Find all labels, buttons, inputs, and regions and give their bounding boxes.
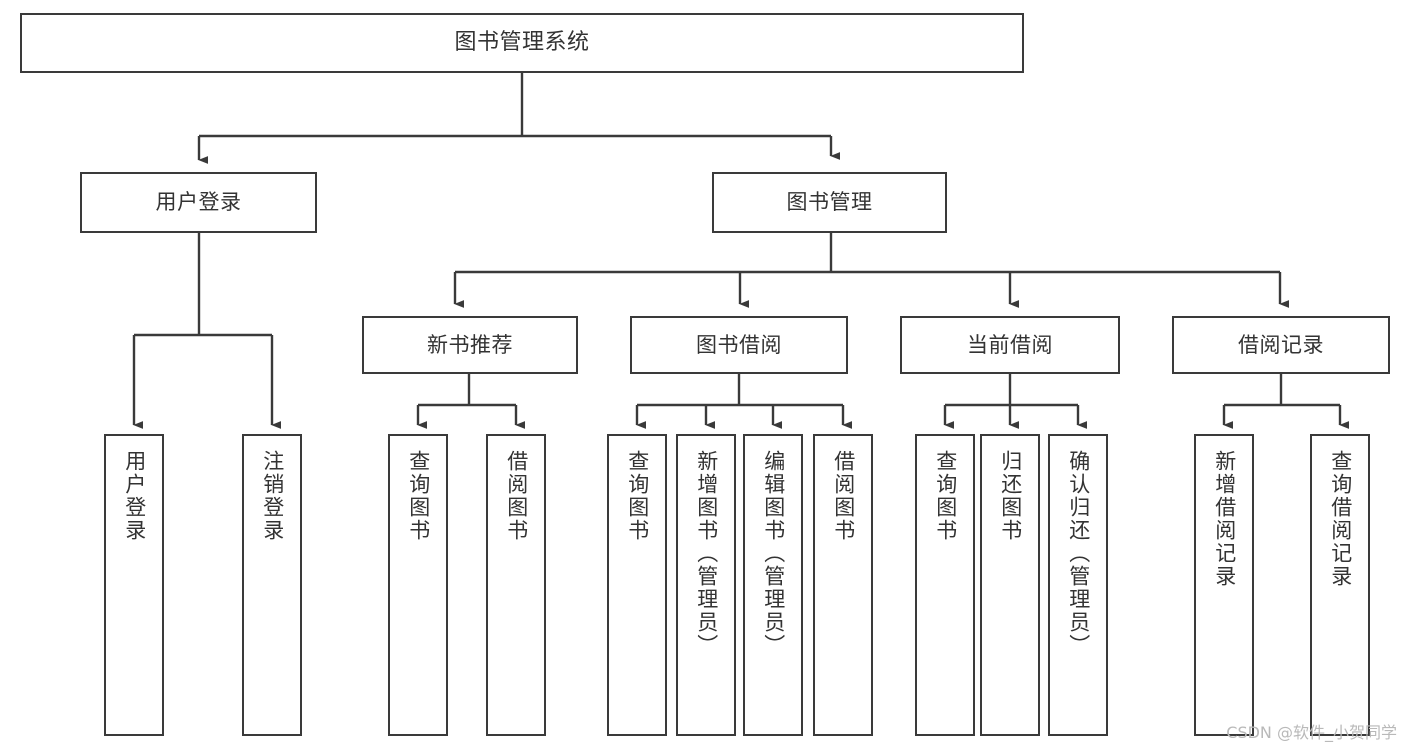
node-borrow-record-label: 借阅记录 [1238, 332, 1324, 357]
node-leaf-borrow-book-2[interactable]: 借阅图书 [813, 434, 873, 736]
node-leaf-query-record-label: 查询借阅记录 [1328, 450, 1353, 588]
node-leaf-return-book-label: 归还图书 [998, 450, 1023, 542]
node-new-book-recommend-label: 新书推荐 [427, 332, 513, 357]
node-leaf-confirm-return-label: 确认归还（管理员） [1066, 450, 1091, 657]
node-current-borrow[interactable]: 当前借阅 [900, 316, 1120, 374]
node-leaf-user-logout-label: 注销登录 [260, 450, 285, 542]
node-book-manage-label: 图书管理 [786, 190, 873, 215]
node-leaf-confirm-return[interactable]: 确认归还（管理员） [1048, 434, 1108, 736]
node-leaf-query-book-1[interactable]: 查询图书 [388, 434, 448, 736]
node-leaf-query-book-1-label: 查询图书 [406, 450, 431, 542]
node-leaf-query-book-3-label: 查询图书 [933, 450, 958, 542]
node-new-book-recommend[interactable]: 新书推荐 [362, 316, 578, 374]
node-book-manage[interactable]: 图书管理 [712, 172, 947, 233]
node-leaf-borrow-book-1-label: 借阅图书 [504, 450, 529, 542]
node-leaf-borrow-book-1[interactable]: 借阅图书 [486, 434, 546, 736]
node-leaf-query-book-3[interactable]: 查询图书 [915, 434, 975, 736]
node-leaf-user-logout[interactable]: 注销登录 [242, 434, 302, 736]
node-book-borrow[interactable]: 图书借阅 [630, 316, 848, 374]
node-leaf-query-book-2-label: 查询图书 [625, 450, 650, 542]
node-leaf-return-book[interactable]: 归还图书 [980, 434, 1040, 736]
node-leaf-add-book-label: 新增图书（管理员） [694, 450, 719, 657]
node-leaf-user-login-label: 用户登录 [122, 450, 147, 542]
node-user-login-label: 用户登录 [155, 190, 242, 215]
node-borrow-record[interactable]: 借阅记录 [1172, 316, 1390, 374]
node-leaf-edit-book-label: 编辑图书（管理员） [761, 450, 786, 657]
node-leaf-query-record[interactable]: 查询借阅记录 [1310, 434, 1370, 736]
node-leaf-edit-book[interactable]: 编辑图书（管理员） [743, 434, 803, 736]
node-leaf-add-book[interactable]: 新增图书（管理员） [676, 434, 736, 736]
node-leaf-borrow-book-2-label: 借阅图书 [831, 450, 856, 542]
node-current-borrow-label: 当前借阅 [967, 332, 1053, 357]
node-root-label: 图书管理系统 [454, 30, 590, 56]
node-leaf-add-record[interactable]: 新增借阅记录 [1194, 434, 1254, 736]
node-book-borrow-label: 图书借阅 [696, 332, 782, 357]
node-leaf-user-login[interactable]: 用户登录 [104, 434, 164, 736]
node-user-login[interactable]: 用户登录 [80, 172, 317, 233]
node-leaf-add-record-label: 新增借阅记录 [1212, 450, 1237, 588]
node-leaf-query-book-2[interactable]: 查询图书 [607, 434, 667, 736]
node-root[interactable]: 图书管理系统 [20, 13, 1024, 73]
watermark-text: CSDN @软件_小贺同学 [1226, 723, 1397, 742]
